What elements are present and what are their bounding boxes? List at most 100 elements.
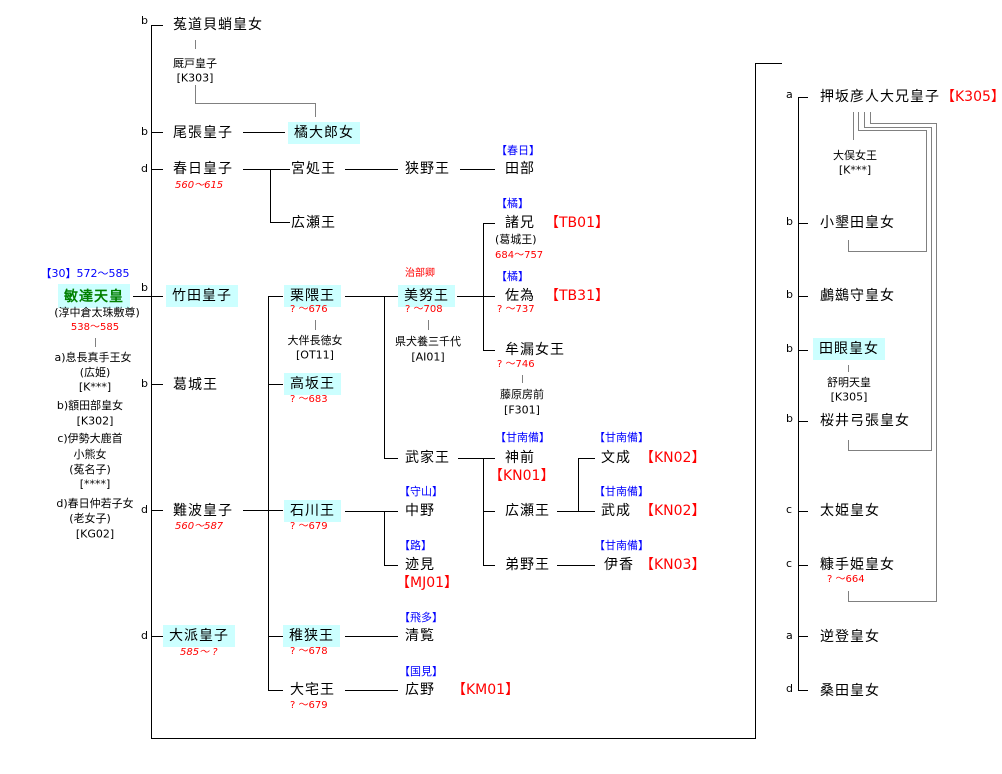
child-name: 伊香 [604, 557, 634, 573]
mother-label: d [141, 162, 148, 175]
emperor-dates: 538〜585 [70, 322, 120, 333]
title-label: 治部卿 [405, 268, 435, 279]
child-name: 美努王 [398, 285, 455, 307]
child-name: 武家王 [405, 450, 450, 466]
child-name: 大派皇子 [163, 625, 235, 647]
consort-c: (菟名子) [69, 463, 111, 476]
consort-c: c)伊勢大鹿首 [57, 432, 123, 445]
consort-c-code: [****] [79, 477, 111, 491]
spouse-name: 県犬養三千代 [395, 335, 461, 348]
child-name: 田眼皇女 [813, 338, 885, 360]
spouse-code: [F301] [504, 403, 540, 417]
mother-label: d [141, 503, 148, 516]
child-name: 大宅王 [290, 682, 335, 698]
code-label: 【MJ01】 [396, 575, 459, 591]
child-name: 狭野王 [405, 161, 450, 177]
child-name: 広瀬王 [291, 215, 336, 231]
consort-a-code: [K***] [78, 380, 112, 394]
mother-label: b [141, 125, 148, 138]
child-name: 菟道貝蛸皇女 [173, 17, 263, 33]
child-name: 桑田皇女 [820, 683, 880, 699]
child-dates: 585〜 ? [180, 647, 218, 658]
spouse-code: [K***] [838, 163, 872, 177]
spouse-name: 藤原房前 [500, 388, 544, 401]
code-label: 【KM01】 [452, 682, 520, 698]
child-name: 押坂彦人大兄皇子 [820, 89, 940, 105]
spouse-code: [OT11] [296, 348, 334, 362]
child-name: 広瀬王 [505, 503, 550, 519]
child-dates: ? 〜737 [497, 304, 535, 315]
mother-label: b [786, 288, 793, 301]
child-dates: ? 〜708 [405, 304, 443, 315]
mother-label: b [786, 412, 793, 425]
child-name: 尾張皇子 [173, 125, 233, 141]
alt-name: (葛城王) [495, 233, 537, 246]
child-name: 宮処王 [291, 161, 336, 177]
mother-label: b [786, 342, 793, 355]
child-dates: 560〜587 [175, 521, 224, 532]
child-name: 弟野王 [505, 557, 550, 573]
consort-c: 小熊女 [73, 448, 107, 461]
child-dates: ? 〜676 [290, 304, 328, 315]
mother-label: b [786, 215, 793, 228]
consort-d-code: [KG02] [75, 527, 115, 541]
emperor-reign: 【30】572〜585 [40, 267, 130, 280]
child-dates: ? 〜679 [290, 700, 328, 711]
child-name: 糠手姫皇女 [820, 557, 895, 573]
spouse-code: [AI01] [411, 350, 445, 364]
spouse-name: 厩戸皇子 [173, 57, 217, 70]
code-label: 【TB01】 [545, 215, 609, 231]
code-label: 【KN02】 [640, 450, 706, 466]
clan-label: 【甘南備】 [594, 431, 649, 444]
clan-label: 【甘南備】 [594, 485, 649, 498]
child-name: 桜井弓張皇女 [820, 413, 910, 429]
child-name: 中野 [405, 503, 435, 519]
child-dates: ? 〜746 [497, 359, 535, 370]
clan-label: 【橘】 [496, 270, 529, 283]
mother-label: a [786, 88, 793, 101]
child-name: 葛城王 [173, 377, 218, 393]
mother-label: b [141, 377, 148, 390]
consort-d: (老女子) [69, 512, 111, 525]
consort-b-code: [K302] [76, 414, 114, 428]
child-name: 田部 [505, 161, 535, 177]
consort-b: b)額田部皇女 [56, 399, 124, 412]
child-name: 文成 [601, 450, 631, 466]
spouse-name: 大伴長徳女 [287, 334, 343, 347]
child-dates: ? 〜683 [290, 394, 328, 405]
child-name: 竹田皇子 [166, 285, 238, 307]
code-label: 【KN02】 [640, 503, 706, 519]
mother-label: b [141, 281, 148, 294]
spouse-name: 舒明天皇 [827, 376, 871, 389]
clan-label: 【甘南備】 [594, 539, 649, 552]
consort-d: d)春日仲若子女 [56, 497, 134, 510]
child-name: 佐為 [505, 288, 535, 304]
child-name: 逆登皇女 [820, 629, 880, 645]
mother-label: d [786, 682, 793, 695]
clan-label: 【飛多】 [399, 611, 443, 624]
child-name: 栗隈王 [284, 285, 341, 307]
consort-a: (広姫) [79, 366, 111, 379]
clan-label: 【路】 [399, 539, 432, 552]
child-dates: ? 〜679 [290, 521, 328, 532]
child-name: 広野 [405, 682, 435, 698]
clan-label: 【守山】 [399, 485, 443, 498]
child-name: 清覧 [405, 628, 435, 644]
mother-label: c [786, 557, 793, 570]
clan-label: 【橘】 [496, 197, 529, 210]
mother-label: a [786, 629, 793, 642]
child-dates: 684〜757 [495, 250, 544, 261]
consort-a: a)息長真手王女 [54, 351, 132, 364]
spouse-name: 大俣女王 [833, 149, 877, 162]
code-label: 【TB31】 [545, 288, 609, 304]
clan-label: 【国見】 [399, 665, 443, 678]
child-name: 迹見 [405, 557, 435, 573]
child-dates: ? 〜664 [827, 574, 865, 585]
child-name: 鸕鷀守皇女 [820, 288, 895, 304]
mother-label: d [141, 629, 148, 642]
child-name: 稚狭王 [283, 625, 340, 647]
code-label: 【KN03】 [640, 557, 706, 573]
clan-label: 【春日】 [496, 144, 540, 157]
